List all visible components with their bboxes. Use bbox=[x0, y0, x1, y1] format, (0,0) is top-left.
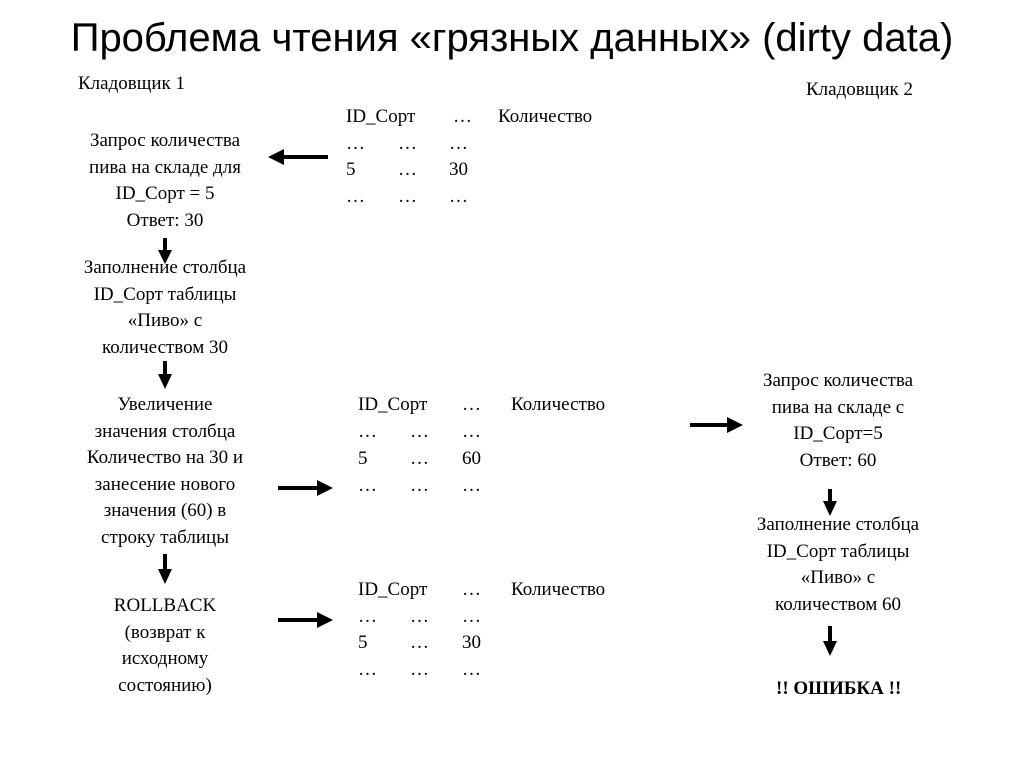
table-header: Количество bbox=[511, 579, 606, 600]
step-line: количеством 60 bbox=[774, 593, 902, 615]
step-line: строку таблицы bbox=[101, 526, 229, 548]
table-cell: … bbox=[358, 659, 377, 680]
table-cell: … bbox=[346, 133, 365, 154]
table-header: … bbox=[462, 394, 481, 415]
error-label: !! ОШИБКА !! bbox=[776, 678, 902, 699]
table-cell: … bbox=[410, 632, 429, 653]
step-rollback: ROLLBACK (возврат к исходному состоянию) bbox=[45, 593, 285, 699]
step-line: Увеличение bbox=[117, 394, 213, 415]
step-line: Запрос количества bbox=[89, 130, 241, 151]
step-line: пива на складе для bbox=[89, 156, 241, 178]
arrow-left-icon bbox=[268, 149, 328, 165]
step-line: ID_Сорт=5 bbox=[793, 423, 883, 444]
table-header: … bbox=[453, 106, 472, 127]
step-line: «Пиво» с bbox=[127, 310, 203, 331]
table-cell: … bbox=[410, 421, 429, 442]
table-header: ID_Сорт bbox=[346, 106, 416, 127]
table-cell: 5 bbox=[358, 632, 368, 653]
step-line: ROLLBACK bbox=[113, 595, 217, 616]
arrow-down-icon bbox=[158, 554, 172, 584]
arrow-down-icon bbox=[158, 361, 172, 389]
step-line: исходному bbox=[121, 648, 209, 669]
step-line: занесение нового bbox=[94, 473, 236, 495]
table-cell: … bbox=[449, 133, 468, 154]
table-cell: … bbox=[462, 421, 481, 442]
step-line: Ответ: 60 bbox=[799, 449, 877, 471]
table-cell: … bbox=[358, 606, 377, 627]
step-increase: Увеличение значения столбца Количество н… bbox=[45, 392, 285, 551]
slide-title: Проблема чтения «грязных данных» (dirty … bbox=[70, 16, 954, 60]
step-query-60: Запрос количества пива на складе с ID_Со… bbox=[718, 368, 958, 474]
arrow-down-icon bbox=[823, 626, 837, 656]
step-line: ID_Сорт таблицы bbox=[766, 540, 910, 562]
step-fill-60: Заполнение столбца ID_Сорт таблицы «Пиво… bbox=[718, 512, 958, 618]
table-cell: … bbox=[398, 159, 417, 180]
table-cell: … bbox=[410, 475, 429, 496]
table-cell: 30 bbox=[462, 632, 481, 653]
table-cell: … bbox=[398, 133, 417, 154]
step-fill-30: Заполнение столбца ID_Сорт таблицы «Пиво… bbox=[45, 255, 285, 361]
arrow-right-icon bbox=[690, 417, 743, 433]
step-line: (возврат к bbox=[124, 621, 206, 643]
table-header: ID_Сорт bbox=[358, 579, 428, 600]
step-line: количеством 30 bbox=[101, 336, 229, 358]
step-line: «Пиво» с bbox=[800, 567, 876, 588]
table-cell: … bbox=[462, 606, 481, 627]
step-line: состоянию) bbox=[118, 674, 212, 696]
step-query-30: Запрос количества пива на складе для ID_… bbox=[45, 128, 285, 234]
table-cell: … bbox=[462, 659, 481, 680]
step-line: значения (60) в bbox=[103, 500, 227, 521]
table-cell: … bbox=[462, 475, 481, 496]
step-line: значения столбца bbox=[94, 420, 236, 442]
step-line: Заполнение столбца bbox=[83, 257, 247, 278]
step-line: ID_Сорт таблицы bbox=[93, 283, 237, 305]
table-cell: … bbox=[410, 606, 429, 627]
table-cell: … bbox=[398, 186, 417, 207]
step-line: пива на складе с bbox=[771, 396, 905, 418]
table-cell: … bbox=[358, 475, 377, 496]
step-line: ID_Сорт = 5 bbox=[115, 183, 215, 204]
table-header: … bbox=[462, 579, 481, 600]
table-header: Количество bbox=[511, 394, 606, 415]
storekeeper-2-label: Кладовщик 2 bbox=[806, 79, 914, 100]
table-cell: 5 bbox=[358, 448, 368, 469]
arrow-right-icon bbox=[278, 612, 333, 628]
table-header: Количество bbox=[498, 106, 593, 127]
table-3: ID_Сорт … Количество … … … 5 … 30 … … … bbox=[358, 579, 658, 689]
table-2: ID_Сорт … Количество … … … 5 … 60 … … … bbox=[358, 394, 658, 504]
step-line: Запрос количества bbox=[762, 370, 914, 391]
table-cell: … bbox=[410, 659, 429, 680]
table-cell: … bbox=[346, 186, 365, 207]
table-cell: 30 bbox=[449, 159, 468, 180]
table-cell: … bbox=[410, 448, 429, 469]
step-line: Количество на 30 и bbox=[86, 447, 244, 468]
table-cell: … bbox=[449, 186, 468, 207]
table-cell: 60 bbox=[462, 448, 481, 469]
table-1: ID_Сорт … Количество … … … 5 … 30 … … … bbox=[346, 106, 646, 216]
step-line: Заполнение столбца bbox=[756, 514, 920, 535]
table-header: ID_Сорт bbox=[358, 394, 428, 415]
storekeeper-1-label: Кладовщик 1 bbox=[78, 73, 186, 94]
table-cell: 5 bbox=[346, 159, 356, 180]
step-line: Ответ: 30 bbox=[126, 209, 204, 231]
table-cell: … bbox=[358, 421, 377, 442]
arrow-down-icon bbox=[158, 238, 172, 264]
arrow-down-icon bbox=[823, 489, 837, 516]
arrow-right-icon bbox=[278, 480, 333, 496]
